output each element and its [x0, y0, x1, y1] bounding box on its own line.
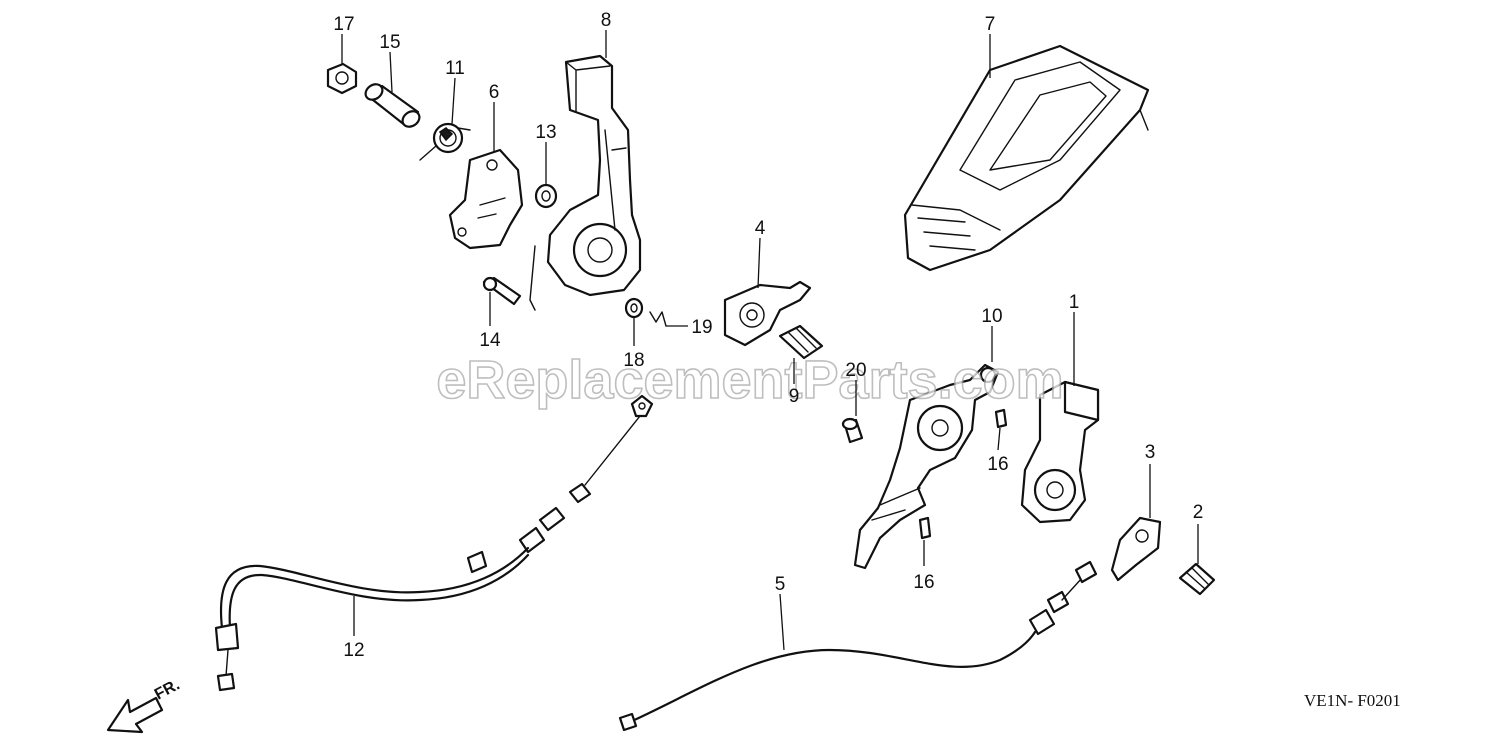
- callout-7: 7: [985, 14, 996, 35]
- part-13-washer: [534, 183, 558, 209]
- watermark-text: eReplacementParts.com: [436, 350, 1063, 410]
- callout-3: 3: [1145, 442, 1156, 463]
- callout-16-lower: 16: [913, 572, 934, 593]
- leader-lines: [341, 30, 1199, 651]
- callout-17: 17: [333, 14, 354, 35]
- callout-6: 6: [489, 82, 500, 103]
- part-8-lever: [546, 54, 642, 297]
- part-12-cable: [214, 394, 654, 692]
- callout-5: 5: [775, 574, 786, 595]
- part-4-plate: [723, 280, 812, 347]
- callout-12: 12: [343, 640, 364, 661]
- part-19-clip: [649, 311, 667, 327]
- callout-4: 4: [755, 218, 766, 239]
- callout-14: 14: [479, 330, 501, 351]
- part-16-screw-upper: [994, 408, 1008, 429]
- callout-1: 1: [1069, 292, 1080, 313]
- part-14-pin: [482, 245, 536, 311]
- callout-9: 9: [789, 386, 800, 407]
- callout-13: 13: [535, 122, 556, 143]
- part-16-screw-lower: [918, 516, 932, 540]
- part-18-nut: [624, 297, 644, 319]
- part-17-nut: [326, 62, 358, 95]
- part-1-lever: [1020, 380, 1100, 524]
- callout-8: 8: [601, 10, 612, 31]
- part-11-spring: [419, 122, 471, 161]
- part-2-nut: [1178, 562, 1216, 596]
- part-9-spring: [778, 324, 824, 360]
- part-6-plate: [448, 148, 524, 250]
- part-5-cable: [618, 560, 1098, 732]
- callout-16-upper: 16: [987, 454, 1008, 475]
- part-7-cover: [903, 44, 1150, 272]
- part-10-bracket: [853, 363, 1000, 570]
- diagram-code: VE1N- F0201: [1304, 691, 1401, 710]
- part-15-collar: [364, 83, 421, 128]
- callout-20: 20: [845, 360, 866, 381]
- callout-2: 2: [1193, 502, 1204, 523]
- callout-15: 15: [379, 32, 400, 53]
- part-20-bolt: [841, 417, 864, 444]
- callout-11: 11: [445, 58, 465, 79]
- front-direction-arrow-icon: FR.: [106, 676, 183, 734]
- callout-19: 19: [691, 317, 712, 338]
- callout-18: 18: [623, 350, 644, 371]
- callout-numbers: 17 15 11 6 13 8 7 4 14 18 19 9 20 10 1 1…: [333, 10, 1203, 661]
- part-3-plate: [1110, 516, 1162, 582]
- callout-10: 10: [981, 306, 1002, 327]
